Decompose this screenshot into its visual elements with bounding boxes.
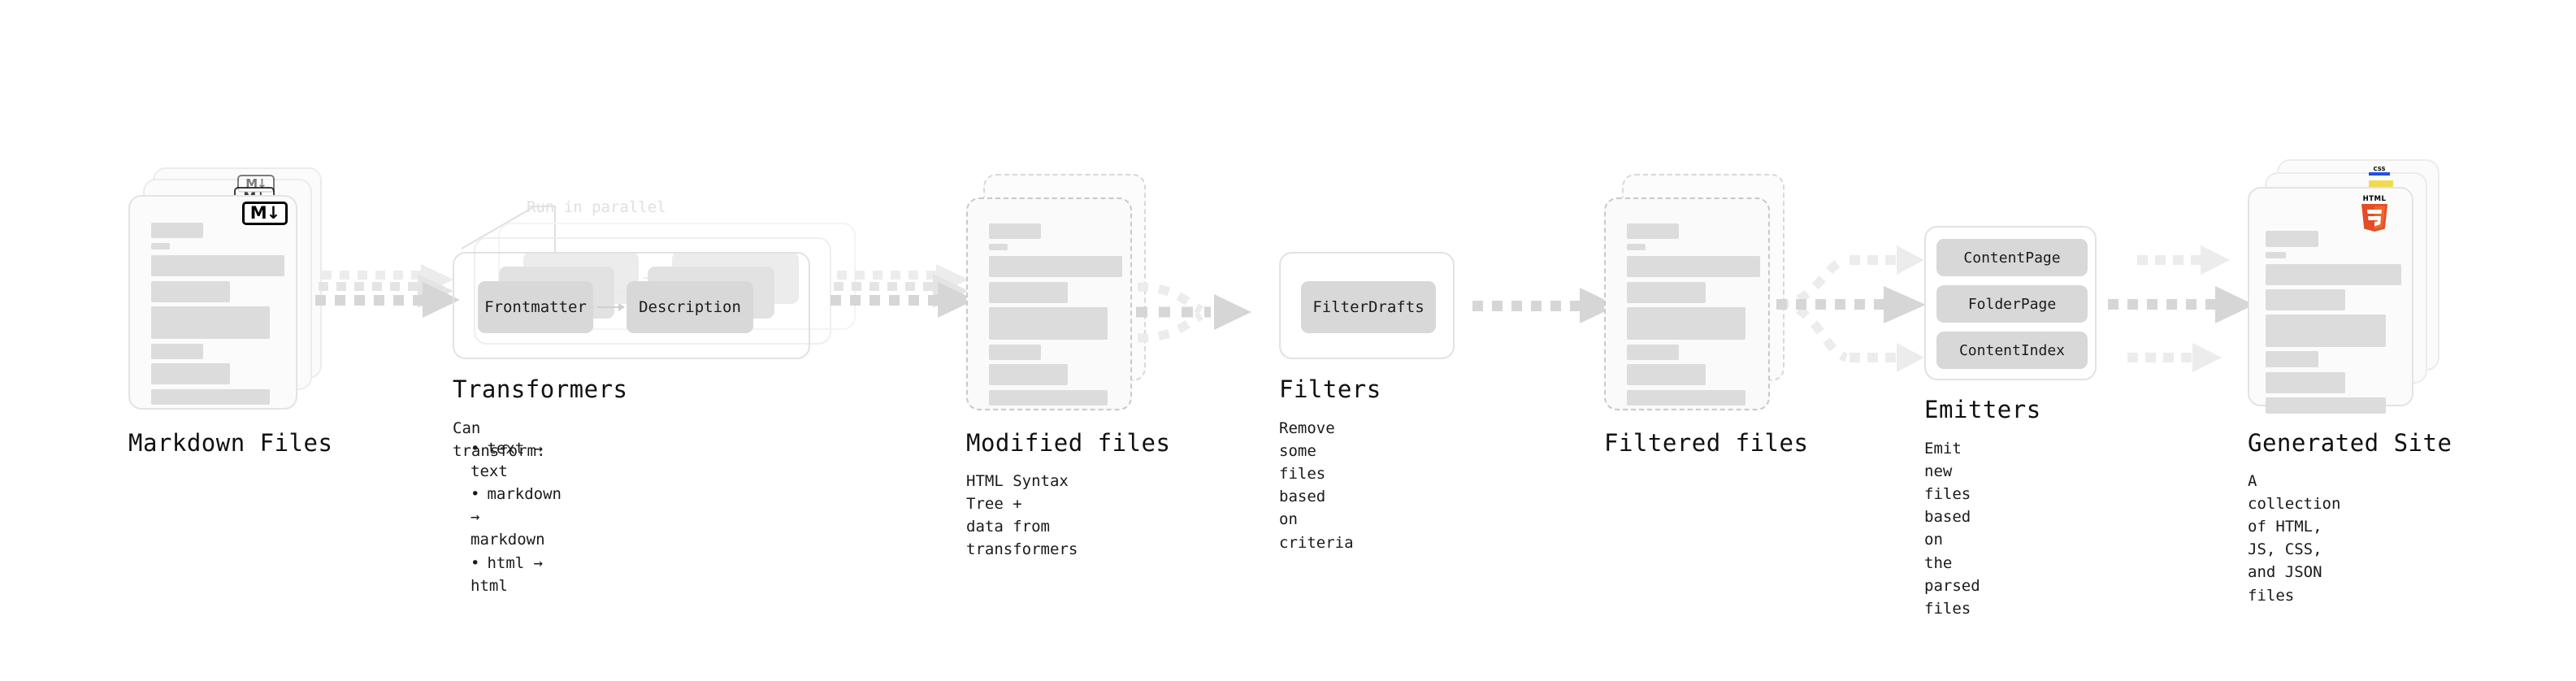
skeleton-bar: [151, 389, 270, 405]
stage-title-generated-site: Generated Site: [2248, 429, 2452, 457]
stage-subtitle-emitters: Emit new files based on the parsed files: [1924, 440, 1980, 618]
list-item: text → text: [471, 437, 562, 483]
svg-text:CSS: CSS: [2373, 166, 2385, 172]
skeleton-bar: [151, 223, 203, 238]
conn-md-to-transformers: [315, 264, 460, 318]
skeleton-bar: [989, 256, 1122, 277]
stage-title-transformers: Transformers: [453, 375, 628, 403]
modified-card-front: [966, 197, 1132, 410]
skeleton-bar: [1627, 307, 1746, 340]
skeleton-bar: [2266, 252, 2286, 258]
filters-group: FilterDrafts: [1279, 252, 1455, 359]
skeleton-bar: [989, 282, 1068, 303]
pill-description[interactable]: Description: [627, 281, 753, 333]
pill-frontmatter[interactable]: Frontmatter: [478, 281, 593, 333]
skeleton-bar: [2266, 264, 2401, 285]
skeleton-bar: [989, 307, 1108, 340]
skeleton-bar: [2266, 314, 2386, 347]
parallel-annotation: Run in parallel: [527, 198, 666, 216]
markdown-icon: M↓: [242, 202, 288, 225]
parallel-leader-line: [461, 206, 556, 254]
skeleton-bar: [1627, 256, 1760, 277]
svg-text:HTML: HTML: [2363, 195, 2387, 203]
skeleton-bar: [2266, 351, 2318, 367]
skeleton-bar: [989, 364, 1068, 385]
skeleton-bar: [151, 306, 270, 339]
conn-emitters-to-site: [2108, 245, 2254, 372]
skeleton-bar: [151, 255, 284, 276]
skeleton-bar: [1627, 223, 1679, 239]
skeleton-bar: [989, 223, 1041, 239]
pill-filterdrafts[interactable]: FilterDrafts: [1301, 281, 1436, 333]
stage-title-filtered-files: Filtered files: [1604, 429, 1809, 457]
skeleton-bar: [1627, 390, 1746, 406]
skeleton-bar: [989, 390, 1108, 406]
conn-modified-to-filters: [1136, 282, 1251, 343]
skeleton-bar: [2266, 397, 2386, 414]
site-card-front: [2248, 187, 2413, 414]
css-badge-icon: CSS: [2369, 164, 2390, 176]
pill-folderpage[interactable]: FolderPage: [1936, 285, 2088, 323]
transformers-bullet-list: text → text markdown → markdown html → h…: [453, 437, 562, 597]
emitters-group: ContentPage FolderPage ContentIndex: [1924, 226, 2097, 380]
stage-title-modified-files: Modified files: [966, 429, 1171, 457]
transformer-group-front: Frontmatter Description: [453, 252, 810, 359]
skeleton-bar: [151, 281, 230, 302]
markdown-card-front: [128, 195, 297, 410]
conn-transformers-to-modified: [830, 264, 975, 318]
stage-title-emitters: Emitters: [1924, 396, 2041, 423]
stage-title-markdown-files: Markdown Files: [128, 429, 333, 457]
html5-icon: HTML: [2361, 195, 2387, 232]
skeleton-bar: [989, 345, 1041, 360]
pill-contentpage[interactable]: ContentPage: [1936, 239, 2088, 276]
stage-subtitle-generated-site: A collection of HTML, JS, CSS, and JSON …: [2248, 472, 2341, 605]
skeleton-bar: [151, 344, 203, 359]
skeleton-bar: [1627, 282, 1706, 303]
list-item: html → html: [471, 552, 562, 597]
skeleton-bar: [1627, 345, 1679, 360]
transformer-arrow: [597, 303, 625, 311]
pill-contentindex[interactable]: ContentIndex: [1936, 332, 2088, 369]
skeleton-bar: [151, 243, 170, 249]
skeleton-bar: [2266, 289, 2345, 310]
filtered-card-front: [1604, 197, 1770, 410]
stage-title-filters: Filters: [1279, 375, 1381, 403]
skeleton-bar: [1627, 244, 1646, 250]
skeleton-bar: [2266, 372, 2345, 393]
skeleton-bar: [1627, 364, 1706, 385]
skeleton-bar: [989, 244, 1008, 250]
stage-subtitle-filters: Remove some files based on criteria: [1279, 419, 1354, 552]
conn-filters-to-filtered: [1472, 288, 1617, 323]
stage-subtitle-modified-files: HTML Syntax Tree + data from transformer…: [966, 472, 1078, 559]
skeleton-bar: [151, 363, 230, 384]
skeleton-bar: [2266, 231, 2318, 247]
list-item: markdown → markdown: [471, 483, 562, 551]
conn-filtered-to-emitters: [1776, 245, 1926, 372]
